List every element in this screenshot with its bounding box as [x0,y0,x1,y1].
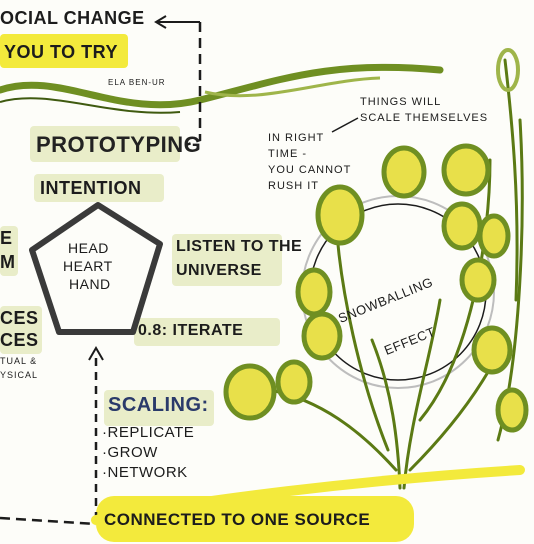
quote-author: ELA BEN-UR [108,78,166,87]
intention-highlight [34,174,164,202]
dashed-bottom-line [0,516,97,526]
listen-highlight [172,234,282,286]
bottom-swoosh [91,465,525,525]
connected-label: CONNECTED to ONE SOURCE [104,510,371,529]
left-e-highlight [0,226,18,276]
intention-label: INTENTION [40,178,142,198]
green-ribbon [0,63,444,109]
things-will-label-2: SCALE THEMSELVES [360,112,489,124]
connected-highlight [96,496,414,542]
left-ces-label-2: CES [0,330,39,350]
prototyping-label: PROTOTYPING [36,132,202,157]
dashed-right-line [185,22,202,147]
left-tual-label: TUAL & [0,356,38,366]
iterate-highlight [134,318,280,346]
scaling-title: SCALING: [108,394,209,416]
right-time-label-4: RUSH IT [268,180,319,192]
scaling-highlight [104,390,214,426]
prototyping-highlight [30,126,180,162]
listen-label-2: UNIVERSE [176,262,262,279]
you-to-try-highlight [0,34,128,68]
left-ces-highlight [0,306,42,354]
pentagon-frame [29,202,163,335]
hand-label: HAND [69,276,111,292]
scaling-item-grow: ·GROW [102,444,158,461]
social-change-label: OCIAL CHANGE [0,8,145,28]
head-label: HEAD [68,240,109,256]
listen-label-1: LISTEN to the [176,238,303,255]
left-ysical-label: YSICAL [0,370,39,380]
scaling-item-network: ·NETWORK [102,464,188,481]
right-time-label-2: TIME - [268,148,307,160]
you-to-try-label: YOU to TRY [4,42,119,62]
heart-label: HEART [63,258,113,274]
green-ribbon-3 [0,97,181,114]
scaling-item-replicate: ·REPLICATE [102,424,195,441]
green-ribbon-2 [204,76,381,98]
right-time-label-3: YOU CANNOT [268,164,352,176]
right-time-label-1: IN RIGHT [268,132,325,144]
left-m-label: M [0,252,16,272]
things-will-label-1: THINGS WILL [360,96,442,108]
things-arrow [331,117,359,133]
iterate-label: 0.8: ITERATE [138,322,244,339]
left-e-label: E [0,228,13,248]
leaf-buds [223,48,529,433]
left-ces-label-1: CES [0,308,39,328]
